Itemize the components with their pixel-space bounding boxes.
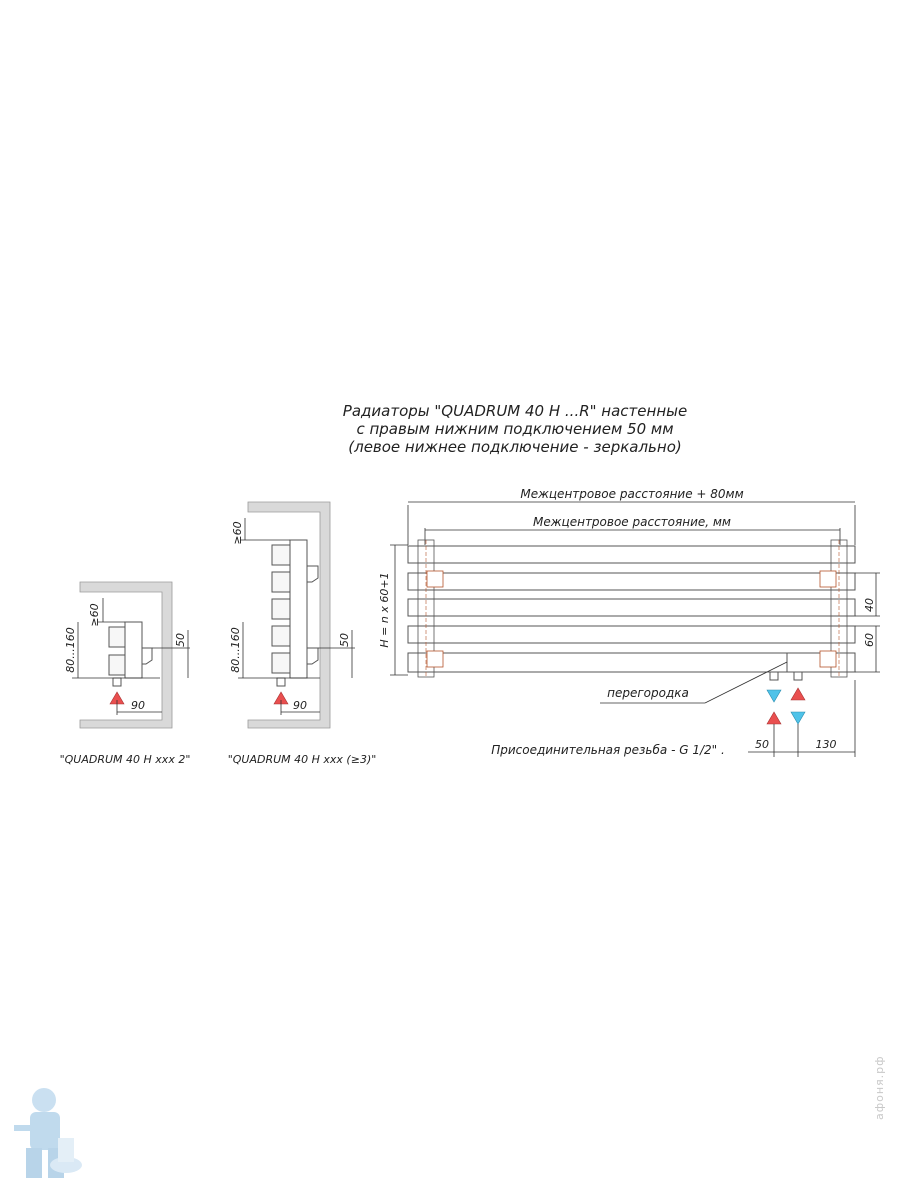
dim-right-label: 50 <box>174 633 187 647</box>
mount-bracket <box>819 650 837 668</box>
radiator-collector <box>289 539 308 679</box>
wall-outline <box>79 581 173 729</box>
return-connector <box>769 671 779 681</box>
radiator-bar <box>407 598 856 617</box>
front-view: Межцентровое расстояние + 80мм Межцентро… <box>378 487 880 757</box>
dim-60-label: 60 <box>863 633 876 647</box>
dim-top-label: ≥60 <box>88 603 101 626</box>
radiator-bar <box>407 572 856 591</box>
radiator-section <box>271 598 291 620</box>
dim-right-label: 50 <box>338 633 351 647</box>
mount-bracket <box>426 650 444 668</box>
wall-bracket <box>141 647 153 665</box>
side-view-3-sections: ≥60 80...160 50 90 "QUADRUM 40 H xxx (≥3… <box>228 501 377 766</box>
radiator-collector <box>124 621 143 679</box>
return-arrow-icon <box>766 689 782 703</box>
pipe-connector <box>276 677 286 687</box>
caption-2-sections: "QUADRUM 40 H xxx 2" <box>60 753 191 766</box>
title-line-3: (левое нижнее подключение - зеркально) <box>348 438 682 456</box>
thread-note: Присоединительная резьба - G 1/2" . <box>491 743 725 757</box>
radiator-section <box>271 652 291 674</box>
radiator-bar <box>407 545 856 564</box>
plumber-mascot-logo <box>14 1088 82 1178</box>
dim-bottom-label: 90 <box>131 699 145 712</box>
dim-overall-width: Межцентровое расстояние + 80мм <box>520 487 743 501</box>
dim-bottom-label: 90 <box>293 699 307 712</box>
dim-left-label: 80...160 <box>229 627 242 672</box>
caption-3-sections: "QUADRUM 40 H xxx (≥3)" <box>228 753 377 766</box>
watermark: афоня.рф <box>873 1055 886 1120</box>
dim-left-label: 80...160 <box>64 627 77 672</box>
side-view-2-sections: ≥60 80...160 50 90 "QUADRUM 40 H xxx 2" <box>60 581 191 766</box>
return-arrow-icon <box>790 711 806 725</box>
supply-connector <box>793 671 803 681</box>
supply-arrow-icon <box>766 711 782 725</box>
radiator-section <box>271 625 291 647</box>
dim-center-distance: Межцентровое расстояние, мм <box>533 515 731 529</box>
radiator-section <box>271 544 291 566</box>
radiator-bar <box>407 625 856 644</box>
radiator-section <box>108 654 126 676</box>
dim-130-label: 130 <box>816 738 837 751</box>
dim-height-formula: H = n x 60+1 <box>378 572 391 647</box>
mount-bracket <box>426 570 444 588</box>
mount-bracket <box>819 570 837 588</box>
wall-bracket-bottom <box>306 647 319 665</box>
title-line-2: с правым нижним подключением 50 мм <box>356 420 674 438</box>
supply-arrow-icon <box>790 687 806 701</box>
radiator-bar <box>407 652 856 673</box>
dim-40-label: 40 <box>863 598 876 612</box>
wall-bracket-top <box>306 565 319 583</box>
wall-outline <box>247 501 331 729</box>
radiator-section <box>108 626 126 648</box>
radiator-section <box>271 571 291 593</box>
pipe-connector <box>112 677 122 687</box>
partition-label: перегородка <box>607 686 689 700</box>
dim-top-label: ≥60 <box>231 521 244 544</box>
dim-50-label: 50 <box>755 738 769 751</box>
title-line-1: Радиаторы "QUADRUM 40 H ...R" настенные <box>342 402 688 420</box>
